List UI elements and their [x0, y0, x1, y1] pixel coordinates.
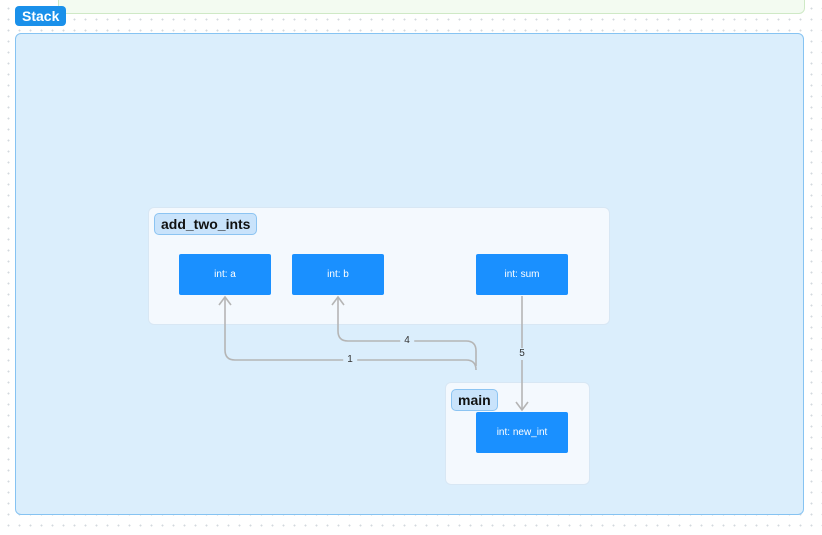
- edge-label-4: 4: [400, 335, 414, 347]
- edge-5-arrowhead: [515, 401, 529, 412]
- edge-1-arrowhead: [218, 295, 232, 306]
- frame-label-add-two-ints: add_two_ints: [154, 213, 258, 235]
- variable-int-sum[interactable]: int: sum: [476, 254, 568, 295]
- frame-label-main: main: [451, 389, 498, 411]
- variable-int-new-int[interactable]: int: new_int: [476, 412, 568, 453]
- variable-int-a[interactable]: int: a: [179, 254, 271, 295]
- edge-label-1: 1: [343, 354, 357, 366]
- edge-4-arrowhead: [331, 295, 345, 306]
- stack-label[interactable]: Stack: [15, 6, 67, 26]
- variable-int-b[interactable]: int: b: [292, 254, 384, 295]
- edge-4-line: [337, 298, 477, 366]
- edge-label-5: 5: [515, 348, 529, 360]
